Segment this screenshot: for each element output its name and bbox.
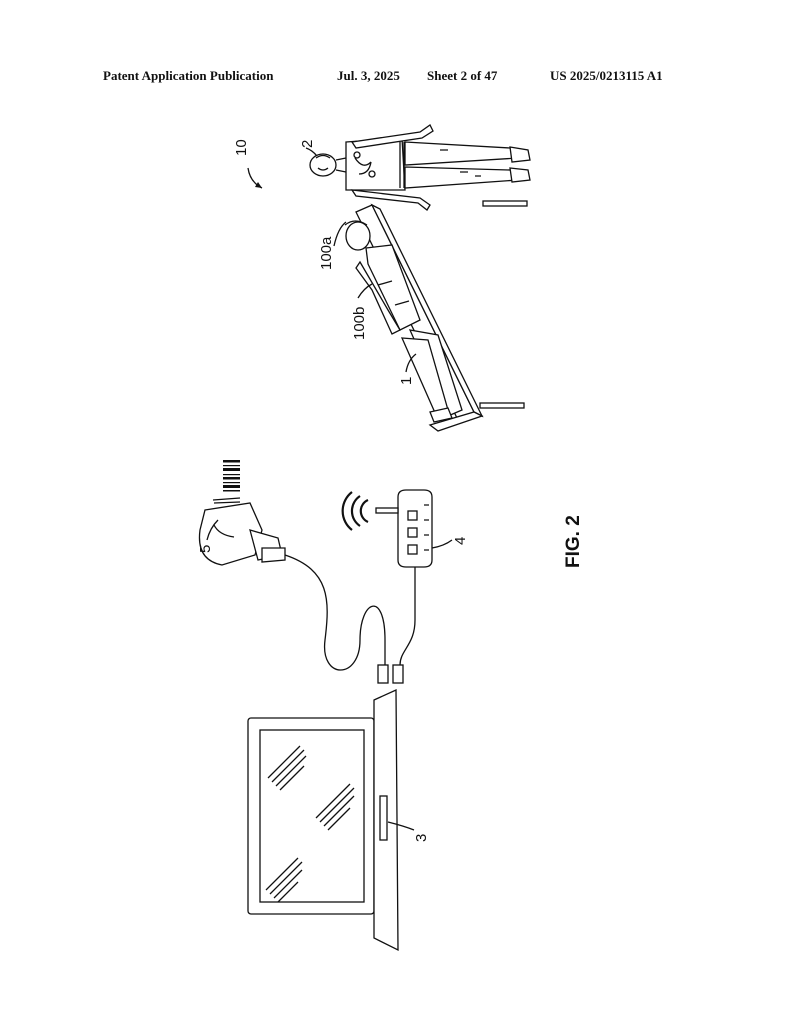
label-monitor: 3 (413, 834, 430, 842)
sheet-number: Sheet 2 of 47 (427, 68, 498, 83)
cables-drawing (284, 554, 416, 684)
patient-table-drawing (344, 203, 525, 432)
monitor-drawing (247, 688, 399, 952)
reference-labels: 10 2 100a 100b 1 5 4 3 FIG. 2 (197, 139, 584, 842)
publication-number: US 2025/0213115 A1 (550, 68, 663, 83)
label-hub: 4 (452, 537, 469, 545)
barcode-scanner-drawing (198, 460, 286, 566)
label-patient-b: 100b (351, 307, 368, 340)
practitioner-drawing (309, 124, 531, 211)
label-scanner: 5 (197, 545, 214, 553)
label-table: 1 (398, 377, 415, 385)
wireless-signal-icon (341, 491, 369, 531)
publication-date: Jul. 3, 2025 (337, 68, 400, 83)
label-practitioner: 2 (299, 140, 316, 148)
wireless-hub-drawing (341, 489, 433, 568)
barcode-icon (223, 460, 240, 492)
label-patient-a: 100a (318, 236, 335, 270)
label-system: 10 (233, 139, 250, 156)
publication-title: Patent Application Publication (103, 68, 274, 83)
patient-drawing (344, 220, 463, 423)
figure-caption: FIG. 2 (563, 515, 584, 568)
page-header: Patent Application Publication Jul. 3, 2… (0, 68, 794, 88)
